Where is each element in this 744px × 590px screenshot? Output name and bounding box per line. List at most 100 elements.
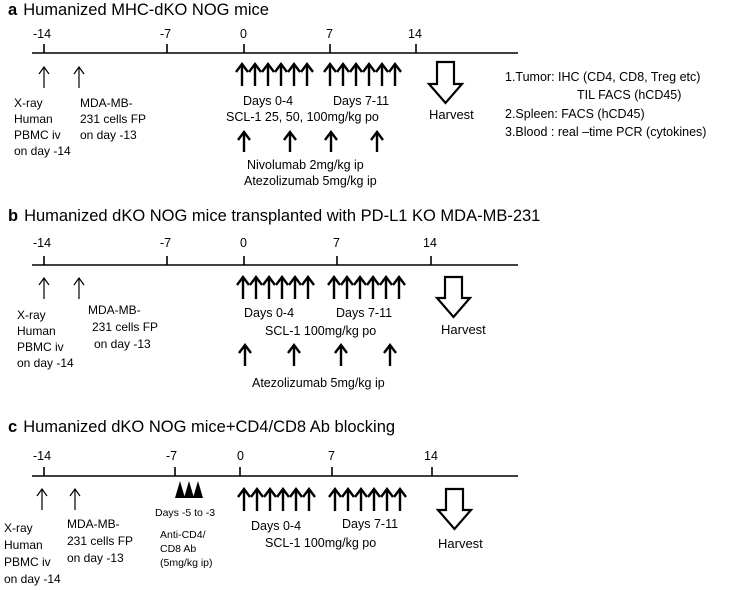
mda-line: 231 cells FP [67,534,134,548]
xray-line: on day -14 [17,356,74,370]
panel-b-letter: b [8,207,19,225]
mda-line: on day -13 [80,128,137,142]
panel-c-tick-label: 14 [424,449,438,463]
xray-line: X-ray [4,521,33,535]
panel-c-xray-label: X-ray Human PBMC iv on day -14 [4,520,61,588]
panel-c-antibody-label: Anti-CD4/ CD8 Ab (5mg/kg ip) [160,528,213,570]
panel-c-mda-arrow [69,487,81,510]
panel-a-tick-label: 7 [326,27,333,41]
xray-line: PBMC iv [17,340,64,354]
panel-c-title-text: Humanized dKO NOG mice+CD4/CD8 Ab blocki… [23,418,396,436]
panel-c-tick-label: -14 [33,449,52,463]
panel-c-days-7-11: Days 7-11 [342,517,399,531]
panel-b-harvest-label: Harvest [441,322,486,337]
mda-line: 231 cells FP [80,112,147,126]
xray-line: Human [4,538,43,552]
panel-c-arrows [36,487,407,511]
panel-a-xray-arrow [38,65,50,88]
mda-line: on day -13 [67,551,124,565]
panel-b-mda-label: MDA-MB- 231 cells FP on day -13 [88,302,158,353]
panel-c-tick-label: 0 [237,449,244,463]
panel-b-tick-label: 7 [333,236,340,250]
panel-c-mda-label: MDA-MB- 231 cells FP on day -13 [67,516,133,567]
panel-b-arrows [38,275,406,366]
antibody-triangle [184,481,194,498]
panel-a-mda-arrow [73,65,85,88]
panel-b-atezolizumab-label: Atezolizumab 5mg/kg ip [252,376,385,390]
xray-line: PBMC iv [4,555,51,569]
panel-a-letter: a [8,1,18,19]
panel-b-drug-label: SCL-1 100mg/kg po [265,324,377,338]
panel-b-days-0-4: Days 0-4 [244,306,295,320]
xray-line: X-ray [17,308,46,322]
panel-a-antibody-arrows [237,130,384,152]
panel-b-tick-label: -7 [160,236,172,250]
panel-a-xray-label: X-ray Human PBMC iv on day -14 [14,95,71,159]
panel-b-xray-label: X-ray Human PBMC iv on day -14 [17,307,74,371]
panel-c-tick-label: 7 [328,449,335,463]
panel-a-tick-label: 0 [240,27,247,41]
panel-c-timeline [32,467,518,477]
panel-a-dose-arrows-0-4 [235,62,314,86]
panel-a-dose-arrows-7-11 [323,62,402,86]
panel-a-title: a Humanized MHC-dKO NOG mice [8,1,269,20]
panel-a-note-3: 3.Blood : real –time PCR (cytokines) [505,125,707,139]
panel-c-harvest-label: Harvest [438,536,483,551]
panel-b-xray-arrow [38,276,50,299]
xray-line: Human [17,324,56,338]
xray-line: on day -14 [4,572,61,586]
panel-b-days-7-11: Days 7-11 [336,306,393,320]
panel-a-tick-label: -7 [160,27,172,41]
panel-a-title-text: Humanized MHC-dKO NOG mice [23,1,269,19]
antibody-line: (5mg/kg ip) [160,557,213,569]
panel-c-letter: c [8,418,18,436]
panel-a-drug-label: SCL-1 25, 50, 100mg/kg po [226,110,379,124]
panel-a-note-1: 1.Tumor: IHC (CD4, CD8, Treg etc) [505,70,701,84]
panel-b-title-text: Humanized dKO NOG mice transplanted with… [24,207,541,225]
xray-line: Human [14,112,53,126]
panel-c-drug-label: SCL-1 100mg/kg po [265,536,377,550]
panel-b-dose-arrows-7-11 [327,275,406,299]
panel-b-harvest-arrow [434,275,473,319]
panel-a-atezolizumab-label: Atezolizumab 5mg/kg ip [244,174,377,188]
panel-a-tick-label: -14 [33,27,52,41]
xray-line: PBMC iv [14,128,61,142]
panel-c-antibody-triangles [175,481,203,498]
mda-line: MDA-MB- [88,303,141,317]
panel-a-harvest-arrow [426,60,465,105]
panel-b-tick-label: 14 [423,236,437,250]
antibody-line: Anti-CD4/ [160,529,206,541]
panel-c-block-days: Days -5 to -3 [155,507,216,519]
panel-a-nivolumab-label: Nivolumab 2mg/kg ip [247,158,364,172]
panel-a-mda-label: MDA-MB- 231 cells FP on day -13 [80,95,146,143]
mda-line: 231 cells FP [92,320,159,334]
xray-line: on day -14 [14,144,71,158]
panel-b-title: b Humanized dKO NOG mice transplanted wit… [8,207,540,226]
panel-c-tick-label: -7 [166,449,178,463]
panel-b-tick-label: 0 [240,236,247,250]
panel-a-harvest-label: Harvest [429,107,474,122]
panel-c-dose-arrows-0-4 [237,487,316,511]
panel-b-timeline [32,256,518,266]
panel-b-antibody-arrows [238,343,397,366]
panel-a-days-7-11: Days 7-11 [333,94,390,108]
panel-a-days-0-4: Days 0-4 [243,94,294,108]
xray-line: X-ray [14,96,43,110]
mda-line: on day -13 [94,337,151,351]
panel-b-tick-label: -14 [33,236,52,250]
panel-a-timeline [32,44,518,54]
antibody-triangle [193,481,203,498]
panel-c-dose-arrows-7-11 [328,487,407,511]
panel-c-harvest-arrow [435,487,474,531]
panel-b-dose-arrows-0-4 [236,275,315,299]
mda-line: MDA-MB- [80,96,133,110]
panel-c-title: c Humanized dKO NOG mice+CD4/CD8 Ab block… [8,418,395,437]
panel-a-arrows [38,62,402,152]
panel-a-note-1b: TIL FACS (hCD45) [577,88,682,102]
panel-a-tick-label: 14 [408,27,422,41]
panel-b-mda-arrow [73,276,85,299]
antibody-line: CD8 Ab [160,543,197,555]
panel-c-xray-arrow [36,487,48,510]
